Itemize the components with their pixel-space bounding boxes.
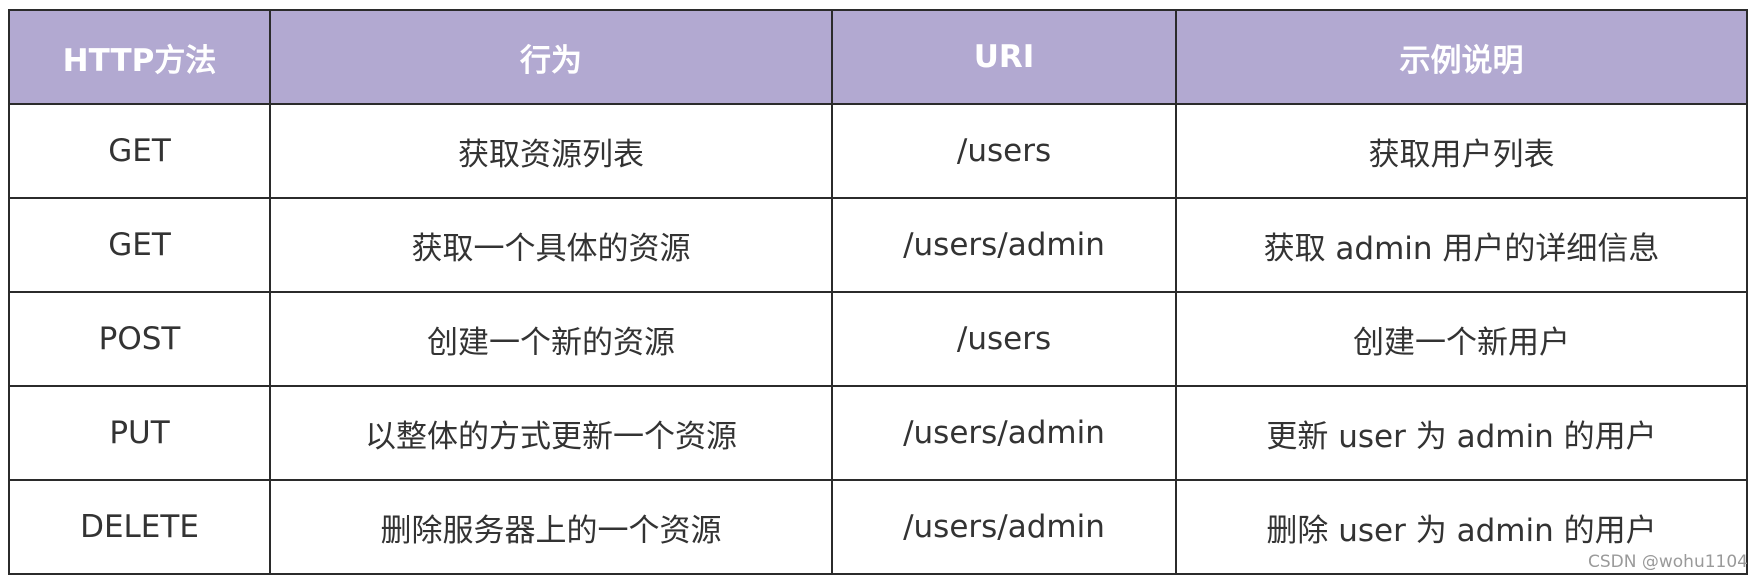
cell-method: POST [8, 291, 271, 387]
cell-uri: /users/admin [831, 197, 1177, 293]
http-methods-table-container: HTTP方法 行为 URI 示例说明 GET 获取资源列表 /users 获取用… [8, 9, 1748, 575]
cell-behavior: 获取一个具体的资源 [269, 197, 833, 293]
cell-uri: /users/admin [831, 479, 1177, 575]
cell-method: GET [8, 197, 271, 293]
csdn-watermark: CSDN @wohu1104 [1588, 552, 1748, 572]
table-row: GET 获取一个具体的资源 /users/admin 获取 admin 用户的详… [8, 197, 1748, 293]
table-row: POST 创建一个新的资源 /users 创建一个新用户 [8, 291, 1748, 387]
cell-example: 创建一个新用户 [1175, 291, 1748, 387]
header-behavior: 行为 [269, 9, 833, 105]
cell-method: PUT [8, 385, 271, 481]
cell-uri: /users [831, 291, 1177, 387]
cell-example: 删除 user 为 admin 的用户 [1175, 479, 1748, 575]
cell-method: GET [8, 103, 271, 199]
table-row: GET 获取资源列表 /users 获取用户列表 [8, 103, 1748, 199]
table-header-row: HTTP方法 行为 URI 示例说明 [8, 9, 1748, 105]
cell-behavior: 创建一个新的资源 [269, 291, 833, 387]
header-uri: URI [831, 9, 1177, 105]
cell-example: 获取 admin 用户的详细信息 [1175, 197, 1748, 293]
cell-example: 更新 user 为 admin 的用户 [1175, 385, 1748, 481]
cell-behavior: 删除服务器上的一个资源 [269, 479, 833, 575]
cell-method: DELETE [8, 479, 271, 575]
cell-example: 获取用户列表 [1175, 103, 1748, 199]
cell-uri: /users/admin [831, 385, 1177, 481]
table-row: DELETE 删除服务器上的一个资源 /users/admin 删除 user … [8, 479, 1748, 575]
header-example-description: 示例说明 [1175, 9, 1748, 105]
table-row: PUT 以整体的方式更新一个资源 /users/admin 更新 user 为 … [8, 385, 1748, 481]
http-methods-table: HTTP方法 行为 URI 示例说明 GET 获取资源列表 /users 获取用… [8, 9, 1748, 575]
cell-uri: /users [831, 103, 1177, 199]
cell-behavior: 以整体的方式更新一个资源 [269, 385, 833, 481]
header-http-method: HTTP方法 [8, 9, 271, 105]
cell-behavior: 获取资源列表 [269, 103, 833, 199]
